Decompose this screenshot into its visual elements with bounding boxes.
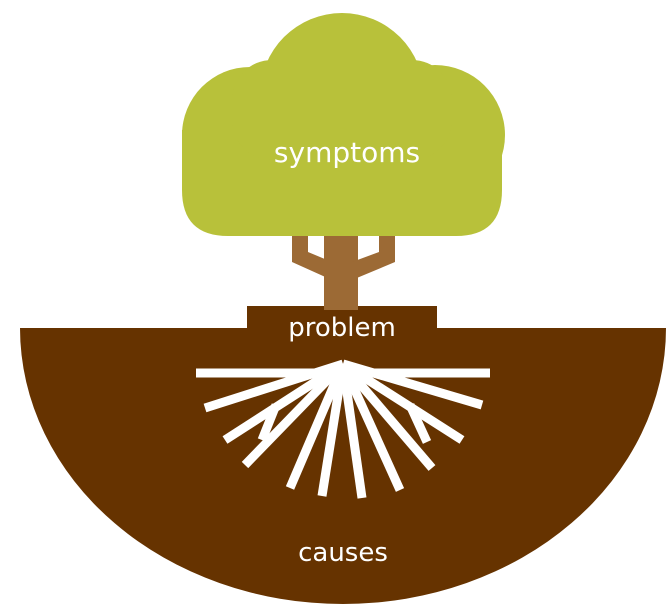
tree-canopy [182,13,505,236]
causes-label: causes [243,540,443,566]
symptoms-label: symptoms [247,139,447,167]
problem-label: problem [242,315,442,341]
